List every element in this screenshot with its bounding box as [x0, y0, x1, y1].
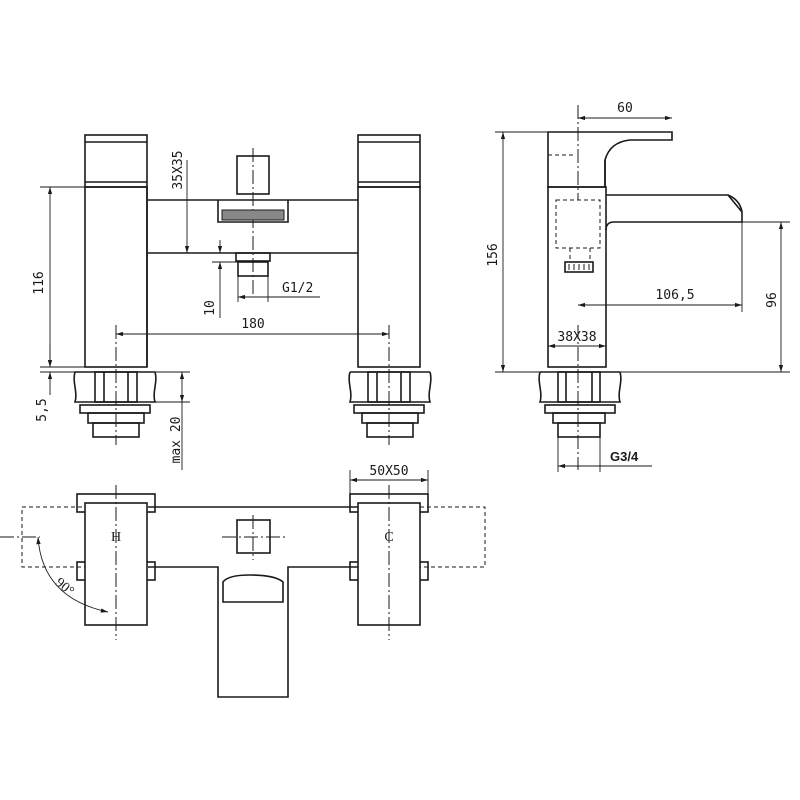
dim-156-label: 156 — [486, 243, 501, 266]
dim-116-label: 116 — [32, 271, 47, 294]
dim-outlet: 10 G1/2 — [203, 240, 320, 318]
cold-handle: C — [349, 485, 429, 640]
deck-right — [348, 325, 432, 445]
dim-lever-60: 60 — [578, 101, 672, 121]
dim-inlet-g34: G3/4 — [557, 437, 652, 472]
dim-max20-label: max 20 — [169, 417, 184, 464]
label-hot: H — [111, 530, 121, 545]
top-spout-outlet — [222, 574, 284, 603]
right-pillar — [357, 134, 421, 368]
dim-handle-35x35: 35X35 — [171, 150, 218, 254]
diverter-knob — [217, 148, 289, 295]
side-body — [547, 186, 607, 368]
dim-reach-1065: 106,5 — [578, 222, 743, 312]
dim-handle-50x50: 50X50 — [349, 464, 429, 494]
dim-g34-label: G3/4 — [610, 449, 639, 464]
left-pillar — [84, 134, 148, 368]
dim-height-156: 156 — [486, 131, 548, 373]
dim-height-116: 116 — [32, 186, 85, 368]
dim-10-label: 10 — [203, 300, 218, 316]
dim-60-label: 60 — [617, 101, 633, 116]
dim-50x50-label: 50X50 — [369, 464, 408, 479]
dim-90-label: 90° — [52, 575, 77, 599]
side-deck — [538, 325, 622, 470]
side-view: 60 156 106,5 96 38X38 — [486, 101, 790, 472]
dim-max-20: max 20 — [155, 371, 190, 470]
dim-180-label: 180 — [241, 317, 264, 332]
deck-left — [73, 325, 157, 445]
dim-body-38x38: 38X38 — [548, 330, 606, 349]
dim-35x35-label: 35X35 — [171, 150, 186, 189]
cold-lever-rotated — [420, 506, 486, 568]
dim-centres-180: 180 — [116, 317, 389, 337]
lever-handle — [547, 105, 673, 200]
dim-38x38-label: 38X38 — [557, 330, 596, 345]
dim-gap-55: 5,5 — [35, 345, 75, 422]
dim-g12-label: G1/2 — [282, 281, 313, 296]
top-view: H C 50X50 90° — [0, 464, 486, 698]
label-cold: C — [384, 530, 393, 545]
hot-handle: H — [0, 485, 156, 640]
outlet — [235, 252, 271, 277]
spout — [605, 194, 743, 231]
top-body — [148, 506, 358, 698]
dim-55-label: 5,5 — [35, 398, 50, 421]
dim-height-96: 96 — [620, 221, 790, 373]
dim-96-label: 96 — [765, 292, 780, 308]
front-view: 116 35X35 10 G1/2 180 — [32, 134, 432, 470]
dim-1065-label: 106,5 — [655, 288, 694, 303]
